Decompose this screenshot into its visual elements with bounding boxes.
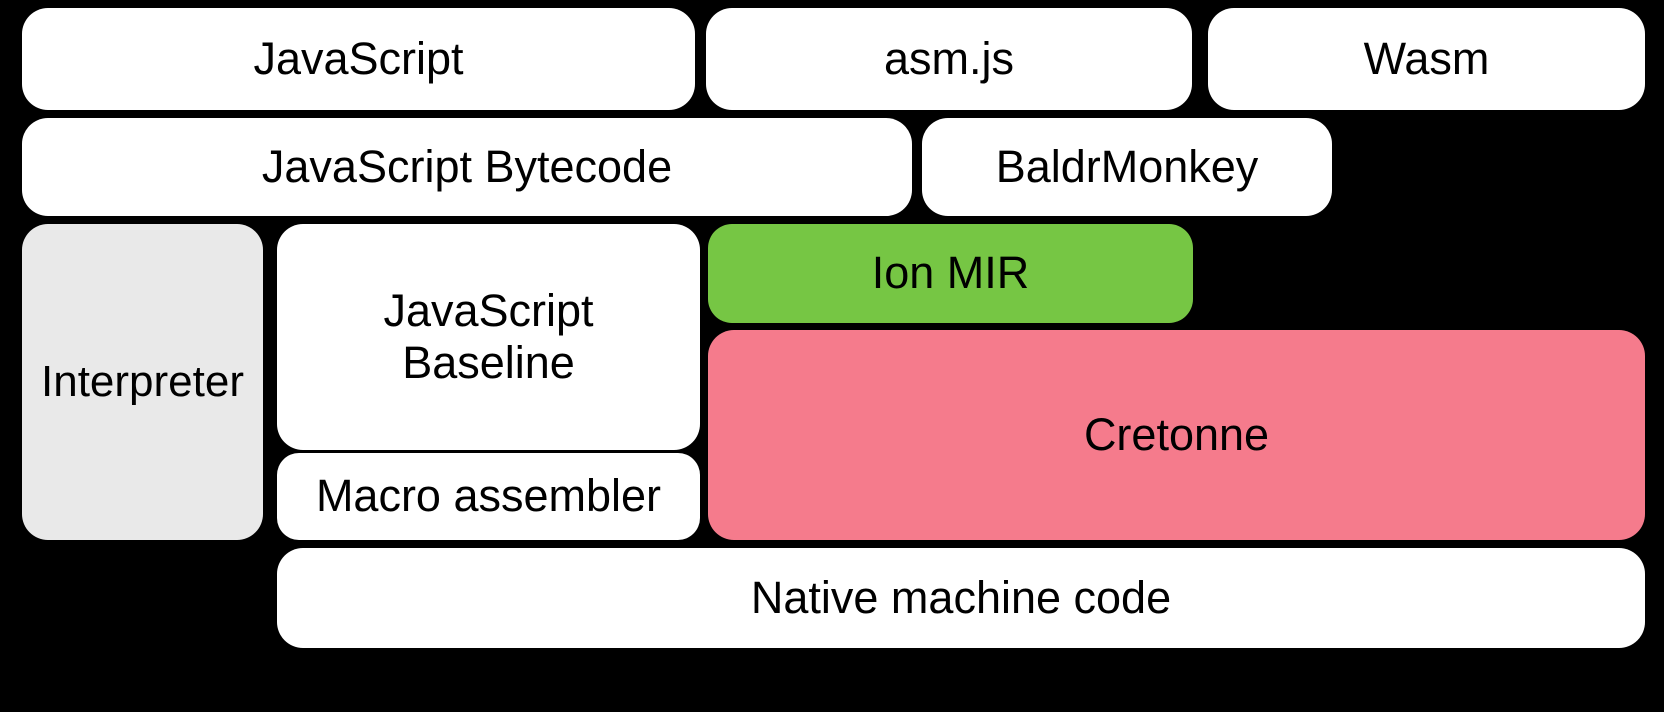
node-javascript-bytecode[interactable]: JavaScript Bytecode: [22, 118, 912, 216]
node-macro-assembler[interactable]: Macro assembler: [277, 453, 700, 540]
node-asm-js[interactable]: asm.js: [706, 8, 1192, 110]
node-wasm[interactable]: Wasm: [1208, 8, 1645, 110]
node-cretonne[interactable]: Cretonne: [708, 330, 1645, 540]
node-native-machine-code[interactable]: Native machine code: [277, 548, 1645, 648]
node-interpreter[interactable]: Interpreter: [22, 224, 263, 540]
node-javascript-baseline[interactable]: JavaScript Baseline: [277, 224, 700, 450]
node-baldrmonkey[interactable]: BaldrMonkey: [922, 118, 1332, 216]
node-ion-mir[interactable]: Ion MIR: [708, 224, 1193, 323]
node-javascript[interactable]: JavaScript: [22, 8, 695, 110]
